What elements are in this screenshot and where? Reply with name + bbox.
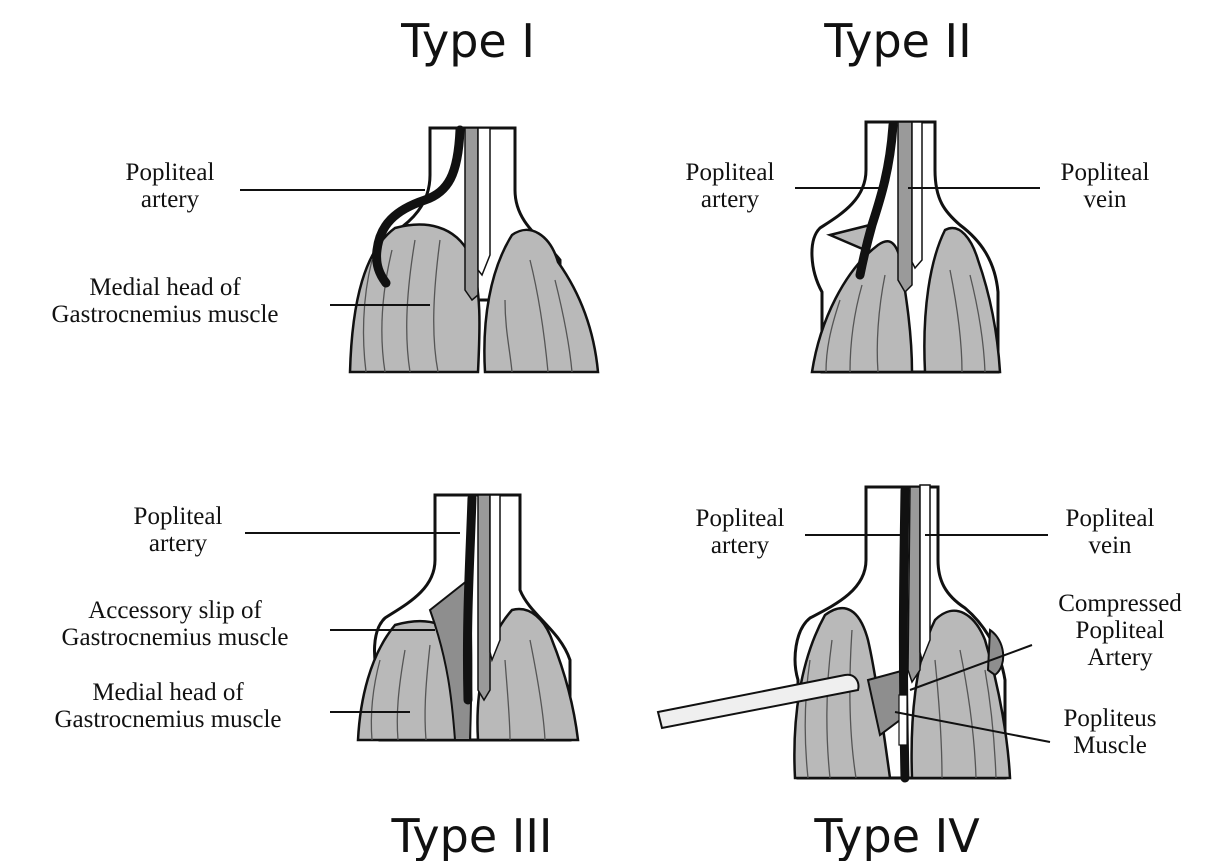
label-line: Gastrocnemius muscle <box>61 624 288 651</box>
label-line: artery <box>141 186 200 213</box>
type-i-title: Type I <box>400 14 535 68</box>
label-line: artery <box>149 530 208 557</box>
type-iv-title: Type IV <box>813 809 980 861</box>
label-line: artery <box>711 532 770 559</box>
label-line: Gastrocnemius muscle <box>54 706 281 733</box>
label-line: vein <box>1088 532 1132 559</box>
popliteal-artery <box>467 498 472 700</box>
medial-head-muscle <box>350 225 480 372</box>
label-line: Muscle <box>1073 732 1147 759</box>
label-line: Popliteal <box>1076 617 1165 644</box>
label-line: vein <box>1083 186 1127 213</box>
type-iii-title: Type III <box>391 809 553 861</box>
label-line: artery <box>701 186 760 213</box>
popliteal-vein <box>465 128 478 300</box>
label-line: Gastrocnemius muscle <box>51 301 278 328</box>
popliteal-vein <box>478 495 490 700</box>
type-ii-title: Type II <box>823 14 971 68</box>
popliteal-vein <box>898 122 912 292</box>
popliteal-vein <box>908 487 920 682</box>
label-line: Artery <box>1087 644 1153 671</box>
